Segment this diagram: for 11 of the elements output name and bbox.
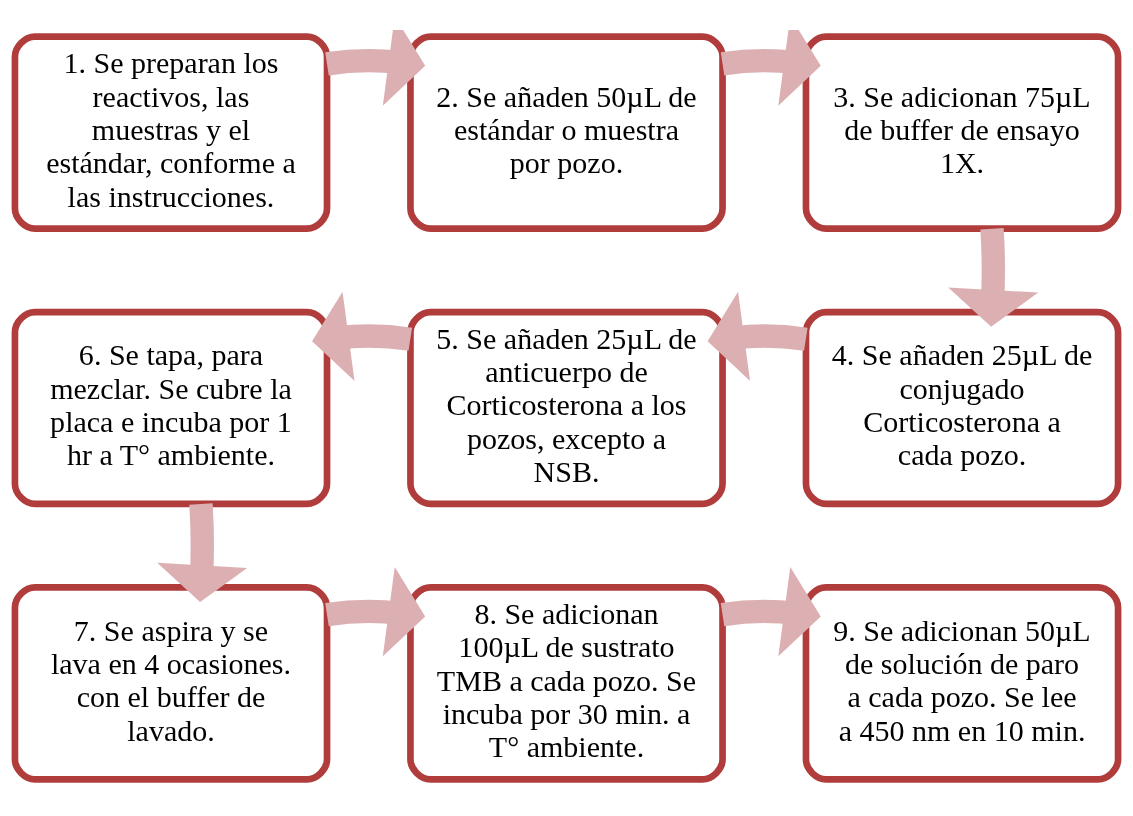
node-box: 9. Se adicionan 50µL de solución de paro a cada pozo. Se lee a 450 nm en 10 min. <box>802 584 1122 783</box>
arrow <box>948 227 1039 327</box>
node-box: 3. Se adicionan 75µL de buffer de ensayo 1X. <box>802 33 1122 232</box>
node-box: 1. Se preparan los reactivos, las muestras y el estándar, conforme a las instrucciones. <box>11 33 331 232</box>
node-box: 4. Se añaden 25µL de conjugado Corticosterona a cada pozo. <box>802 308 1122 508</box>
node-box: 8. Se adicionan 100µL de sustrato TMB a cada pozo. Se incuba por 30 min. a T° ambiente. <box>407 584 726 783</box>
node-box: 5. Se añaden 25µL de anticuerpo de Corticosterona a los pozos, excepto a NSB. <box>407 308 726 508</box>
arrow <box>157 503 248 603</box>
node-box: 6. Se tapa, para mezclar. Se cubre la placa e incuba por 1 hr a T° ambiente. <box>11 308 331 508</box>
node-box: 2. Se añaden 50µL de estándar o muestra por pozo. <box>407 33 726 232</box>
node-box: 7. Se aspira y se lava en 4 ocasiones. con el buffer de lavado. <box>11 584 331 783</box>
